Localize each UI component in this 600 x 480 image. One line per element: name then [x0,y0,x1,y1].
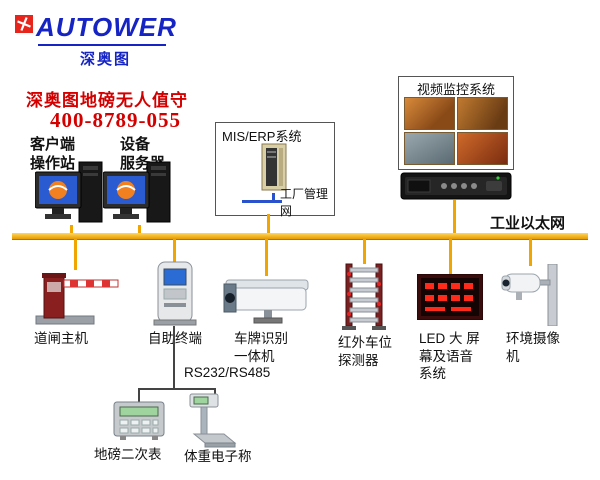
brand-mark-icon [15,15,33,33]
led-screen-icon [417,274,483,320]
camera-snapshot [457,97,508,130]
barrier-gate-label: 道闸主机 [34,331,88,346]
bus-drop-server [138,225,141,233]
device-server-icon [103,161,171,223]
autower-logo: AUTOWER 深奥图 [14,10,184,72]
bus-drop-barrier [74,239,77,270]
camera-snapshot [457,132,508,165]
erp-network-stub [272,193,275,201]
bus-drop-dvr [453,200,456,233]
self-service-kiosk-icon [153,261,197,326]
factory-network-label: 工厂管理网 [280,187,329,218]
serial-wire-branch [138,388,216,390]
serial-wire-scale [214,388,216,396]
hotline-number: 400-8789-055 [50,108,181,132]
camera-snapshots [404,97,508,165]
video-surveillance-box: 视频监控系统 [398,76,514,170]
camera-snapshot [404,132,455,165]
industrial-ethernet-label: 工业以太网 [490,215,566,232]
infrared-detector-icon [342,263,386,330]
bus-drop-client [70,225,73,233]
dvr-recorder-icon [400,172,512,200]
lpr-camera-label: 车牌识别 一体机 [234,331,288,364]
bus-drop-kiosk [173,239,176,262]
brand-name-cn: 深奥图 [80,51,132,68]
infrared-detector-label: 红外车位 探测器 [338,335,392,368]
weighbridge-indicator-label: 地磅二次表 [94,447,162,462]
serial-wire-down [173,326,175,388]
client-workstation-label: 客户端 操作站 [30,136,76,172]
bus-drop-led [449,239,452,276]
electronic-scale-icon [189,393,237,448]
erp-server-icon [261,143,287,191]
camera-snapshot [404,97,455,130]
serial-protocol-label: RS232/RS485 [184,365,271,380]
led-screen-label: LED 大 屏 幕及语音 系统 [419,331,480,382]
mis-erp-title: MIS/ERP系统 [222,129,302,144]
mis-erp-box: MIS/ERP系统 工厂管理网 [215,122,335,218]
electronic-scale-label: 体重电子称 [184,449,252,464]
brand-rule [38,44,166,46]
bus-drop-envcam [529,239,532,266]
lpr-camera-icon [223,279,309,324]
kiosk-label: 自助终端 [148,331,202,346]
bus-drop-mis [267,214,270,233]
bus-drop-lpr [265,239,268,276]
environment-camera-icon [501,264,558,326]
environment-camera-label: 环境摄像 机 [506,331,560,364]
brand-name: AUTOWER [36,12,177,42]
bus-drop-infrared [363,239,366,264]
video-surveillance-title: 视频监控系统 [417,82,496,97]
serial-wire-meter [138,388,140,402]
erp-network-line [242,200,282,203]
weighbridge-indicator-icon [113,401,165,440]
client-workstation-icon [35,161,103,223]
industrial-ethernet-bus [12,233,588,240]
page-title: 深奥图地磅无人值守 [26,91,188,110]
barrier-gate-icon [35,273,119,325]
